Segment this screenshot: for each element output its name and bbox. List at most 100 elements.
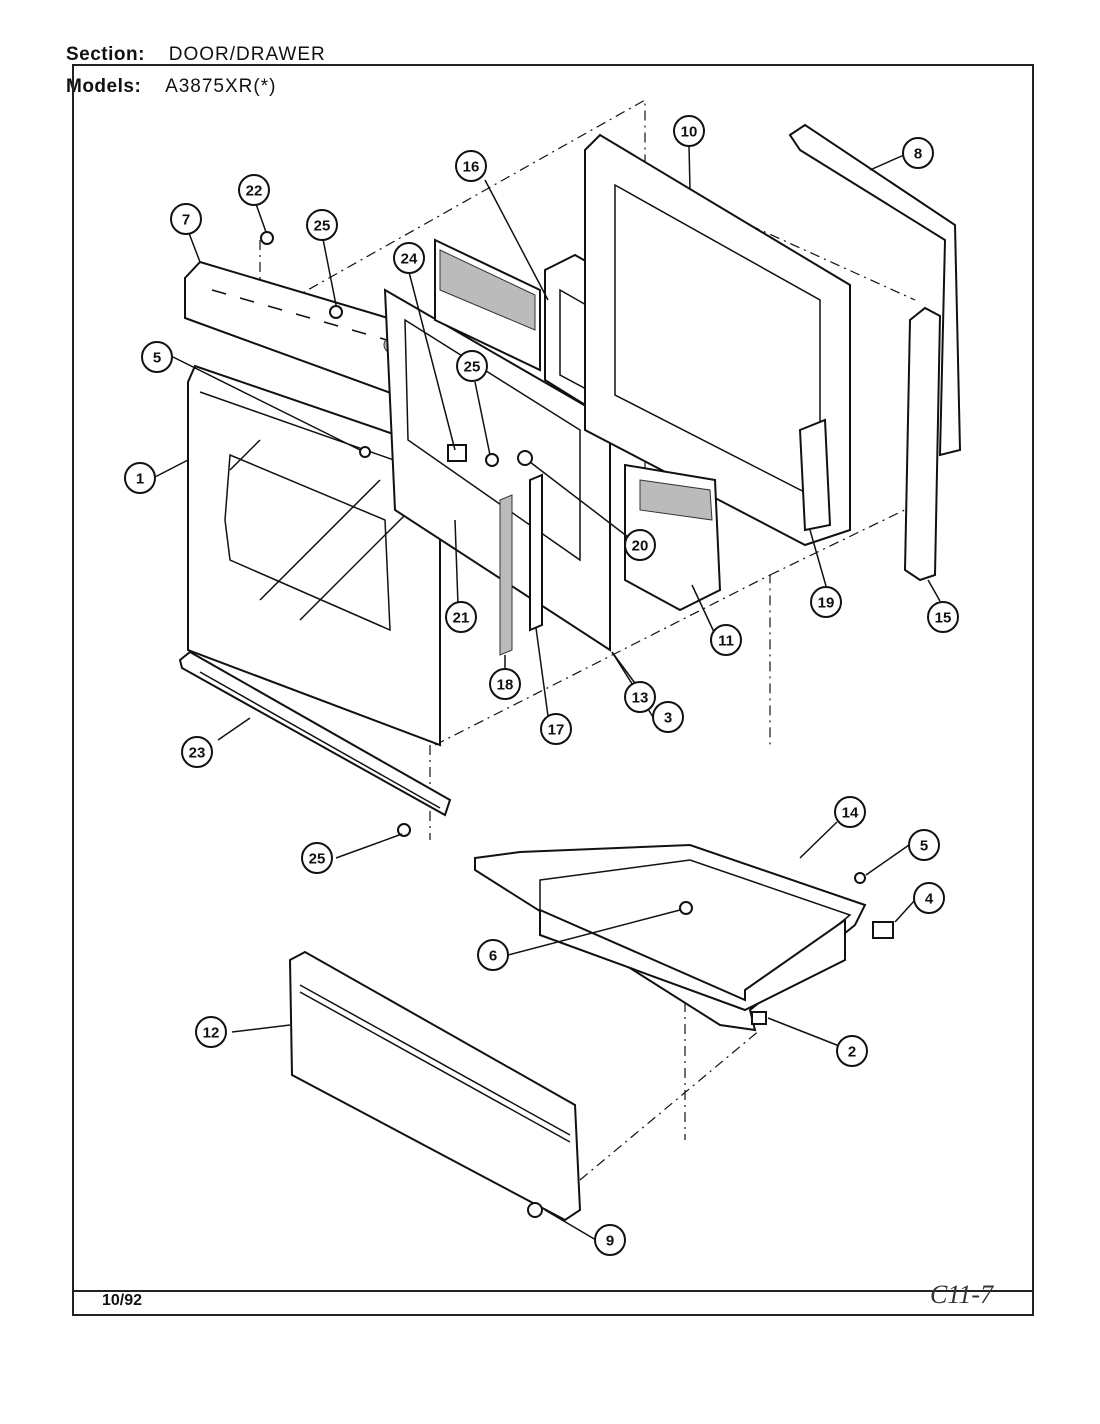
callout-25: 25 [301,842,333,874]
callout-circle [170,203,202,235]
callout-circle [477,939,509,971]
callout-11: 11 [710,624,742,656]
callout-number: 13 [632,690,649,707]
callout-number: 17 [548,722,565,739]
callout-9: 9 [594,1224,626,1256]
callout-25: 25 [306,209,338,241]
callout-circle [710,624,742,656]
callout-circle [624,529,656,561]
callout-number: 3 [664,710,672,727]
callout-circle [455,150,487,182]
callout-number: 21 [453,610,470,627]
callout-10: 10 [673,115,705,147]
clip-2 [751,1011,767,1025]
callout-group: 1234556789101112131415161718192021222324… [124,115,959,1256]
callout-circle [836,1035,868,1067]
insulation-blanket [624,463,722,612]
callout-5: 5 [141,341,173,373]
callout-12: 12 [195,1016,227,1048]
door-outer-panel [187,364,441,747]
screw-25-mid [485,453,499,467]
stop-6 [679,901,693,915]
callout-circle [181,736,213,768]
callout-23: 23 [181,736,213,768]
hardware-parts [260,231,894,1218]
screw-5-door [359,446,371,458]
callout-circle [624,681,656,713]
callout-number: 10 [681,124,698,141]
callout-number: 1 [136,471,144,488]
callout-circle [908,829,940,861]
clip-24 [447,444,467,462]
callout-circle [489,668,521,700]
callout-15: 15 [927,601,959,633]
callout-circle [540,713,572,745]
callout-number: 8 [914,146,922,163]
callout-5: 5 [908,829,940,861]
callout-number: 15 [935,610,952,627]
callout-20: 20 [624,529,656,561]
models-header: Models: A3875XR(*) [66,76,276,98]
callout-17: 17 [540,713,572,745]
screw-5-drawer [854,872,866,884]
callout-number: 14 [842,805,859,822]
callout-circle [673,115,705,147]
callout-circle [902,137,934,169]
section-value: DOOR/DRAWER [168,44,326,65]
callout-number: 2 [848,1044,856,1061]
page-code: C11-7 [930,1280,994,1309]
callout-number: 5 [153,350,161,367]
door-frame-and-gasket [584,123,962,547]
callout-circle [834,796,866,828]
screw-22 [260,231,274,245]
callout-number: 24 [401,251,418,268]
callout-circle [456,350,488,382]
roller-4 [872,921,894,939]
section-label: Section: [66,44,145,65]
bushing-20 [517,450,533,466]
callout-circle [445,601,477,633]
callout-16: 16 [455,150,487,182]
diagram-frame [72,64,1034,1316]
callout-number: 11 [718,633,734,650]
callout-number: 9 [606,1233,614,1250]
callout-2: 2 [836,1035,868,1067]
callout-25: 25 [456,350,488,382]
callout-14: 14 [834,796,866,828]
callout-number: 22 [246,183,263,200]
callout-number: 25 [309,851,326,868]
callout-circle [652,701,684,733]
callout-18: 18 [489,668,521,700]
callout-7: 7 [170,203,202,235]
drawer-front-panel [288,950,582,1222]
callout-number: 4 [925,891,934,908]
glide-9 [527,1202,543,1218]
callout-circle [927,601,959,633]
callout-number: 5 [920,838,928,855]
drawer-body [474,843,867,1032]
callout-number: 12 [203,1025,220,1042]
models-value: A3875XR(*) [165,76,277,97]
callout-3: 3 [652,701,684,733]
callout-13: 13 [624,681,656,713]
callout-number: 16 [463,159,480,176]
section-header: Section: DOOR/DRAWER [66,44,326,66]
callout-number: 25 [464,359,481,376]
screw-25-bottom [397,823,411,837]
callout-22: 22 [238,174,270,206]
callout-circle [141,341,173,373]
callout-24: 24 [393,242,425,274]
callout-8: 8 [902,137,934,169]
callout-6: 6 [477,939,509,971]
door-bottom-trim [178,650,452,817]
callout-circle [913,882,945,914]
footer-divider [72,1290,1034,1292]
callout-circle [124,462,156,494]
callout-number: 19 [818,595,835,612]
callout-circle [238,174,270,206]
callout-number: 25 [314,218,331,235]
callout-19: 19 [810,586,842,618]
callout-number: 6 [489,948,497,965]
door-inner-liner [383,288,611,652]
